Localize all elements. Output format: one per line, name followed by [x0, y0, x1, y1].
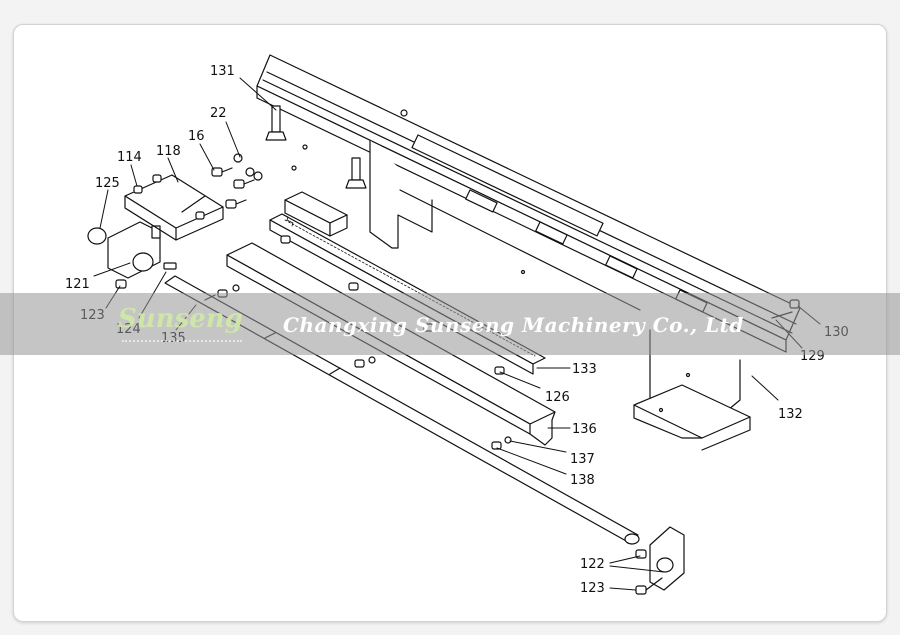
callout-22: 22: [210, 106, 227, 121]
rack-block: [284, 191, 348, 237]
watermark-logo: Sunseng: [118, 304, 243, 334]
callout-137: 137: [570, 452, 595, 467]
left-bracket: [87, 221, 161, 279]
watermark-company-text: Changxing Sunseng Machinery Co., Ltd: [283, 313, 744, 337]
callout-121: 121: [65, 277, 90, 292]
callout-114: 114: [117, 150, 142, 165]
callout-136: 136: [572, 422, 597, 437]
callout-132: 132: [778, 407, 803, 422]
callout-126: 126: [545, 390, 570, 405]
callout-122: 122: [580, 557, 605, 572]
watermark-band: [0, 293, 900, 355]
lathe-bed: [256, 54, 801, 451]
watermark-logo-underline: [122, 340, 242, 345]
callout-123-right: 123: [580, 581, 605, 596]
callout-118: 118: [156, 144, 181, 159]
right-bracket: [649, 526, 685, 591]
callout-125: 125: [95, 176, 120, 191]
callout-138: 138: [570, 473, 595, 488]
callout-16: 16: [188, 129, 205, 144]
callout-133: 133: [572, 362, 597, 377]
callout-131: 131: [210, 64, 235, 79]
